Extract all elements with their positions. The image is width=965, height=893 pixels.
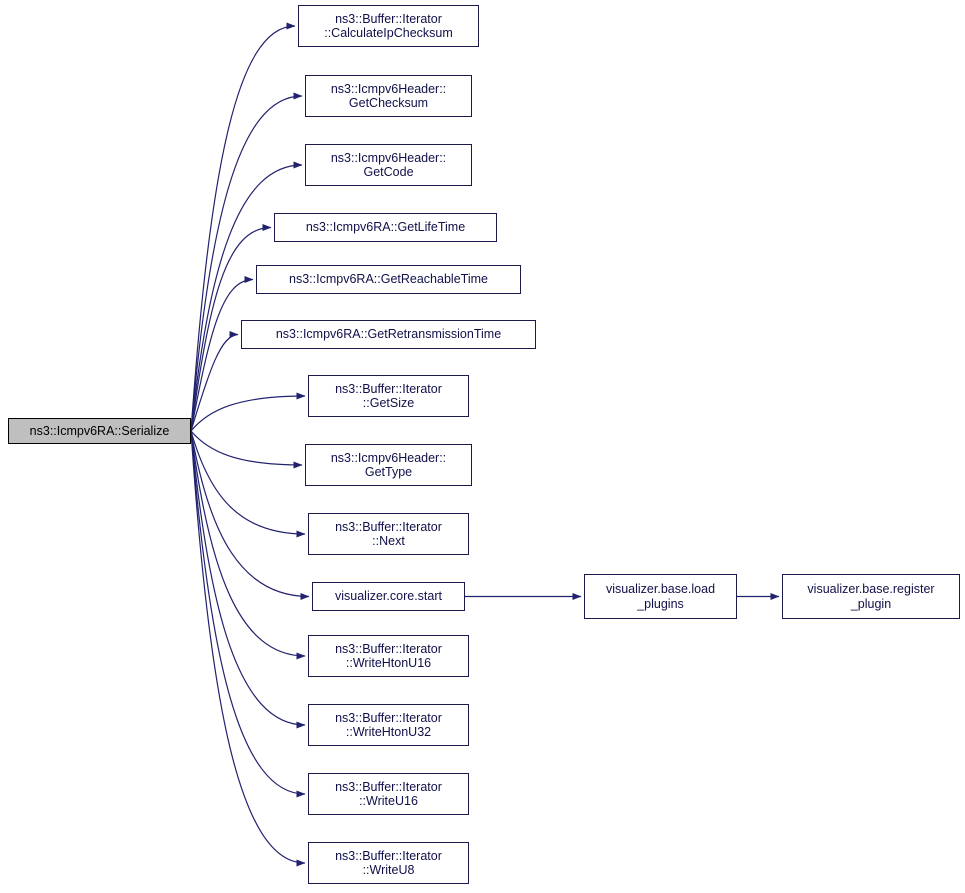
graph-edge bbox=[190, 430, 306, 660]
graph-node[interactable]: visualizer.base.register _plugin bbox=[782, 574, 960, 619]
graph-node-root[interactable]: ns3::Icmpv6RA::Serialize bbox=[8, 418, 191, 444]
graph-edge bbox=[190, 430, 306, 729]
graph-node[interactable]: visualizer.base.load _plugins bbox=[584, 574, 737, 619]
graph-edge bbox=[190, 331, 239, 432]
graph-edge bbox=[190, 276, 254, 432]
graph-node[interactable]: ns3::Icmpv6RA::GetRetransmissionTime bbox=[241, 320, 536, 349]
graph-node[interactable]: ns3::Icmpv6Header:: GetType bbox=[305, 444, 472, 486]
graph-edge bbox=[190, 430, 306, 538]
graph-edge bbox=[190, 430, 303, 469]
graph-node[interactable]: ns3::Icmpv6RA::GetReachableTime bbox=[256, 265, 521, 294]
graph-node[interactable]: ns3::Buffer::Iterator ::GetSize bbox=[308, 375, 469, 417]
graph-node[interactable]: ns3::Buffer::Iterator ::WriteHtonU32 bbox=[308, 704, 469, 746]
graph-node[interactable]: visualizer.core.start bbox=[312, 582, 465, 611]
graph-edge bbox=[190, 430, 310, 600]
graph-edge bbox=[190, 392, 306, 432]
graph-edge bbox=[190, 161, 303, 432]
graph-edge bbox=[190, 430, 306, 798]
graph-node[interactable]: ns3::Buffer::Iterator ::CalculateIpCheck… bbox=[298, 5, 479, 47]
graph-node[interactable]: ns3::Icmpv6Header:: GetCode bbox=[305, 144, 472, 186]
graph-node[interactable]: ns3::Icmpv6Header:: GetChecksum bbox=[305, 75, 472, 117]
graph-edge bbox=[190, 92, 303, 432]
graph-node[interactable]: ns3::Buffer::Iterator ::WriteU8 bbox=[308, 842, 469, 884]
graph-edge bbox=[190, 430, 306, 867]
graph-node[interactable]: ns3::Buffer::Iterator ::Next bbox=[308, 513, 469, 555]
graph-node[interactable]: ns3::Buffer::Iterator ::WriteU16 bbox=[308, 773, 469, 815]
graph-node[interactable]: ns3::Icmpv6RA::GetLifeTime bbox=[274, 213, 497, 242]
graph-node[interactable]: ns3::Buffer::Iterator ::WriteHtonU16 bbox=[308, 635, 469, 677]
